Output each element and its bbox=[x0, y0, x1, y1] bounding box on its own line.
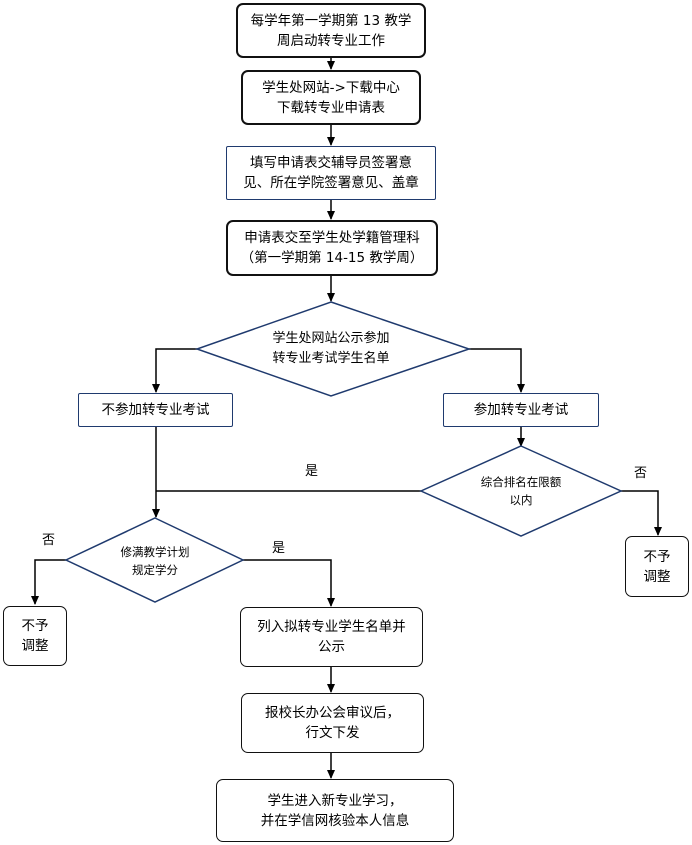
node-download: 学生处网站->下载中心 下载转专业申请表 bbox=[241, 70, 421, 125]
decision-credit-label-wrap: 修满教学计划 规定学分 bbox=[95, 541, 215, 581]
decision-publish-label: 学生处网站公示参加 转专业考试学生名单 bbox=[272, 331, 390, 366]
edge-label-credit-yes: 是 bbox=[272, 541, 286, 556]
arrow-credit-yes bbox=[243, 559, 335, 607]
decision-rank-diamond bbox=[419, 445, 623, 537]
decision-rank-label-wrap: 综合排名在限额 以内 bbox=[451, 471, 591, 511]
node-start-label: 每学年第一学期第 13 教学 周启动转专业工作 bbox=[250, 12, 412, 49]
node-download-label: 学生处网站->下载中心 下载转专业申请表 bbox=[262, 79, 400, 116]
edge-label-rank-no: 否 bbox=[634, 466, 648, 481]
arrow-rank-no bbox=[621, 490, 662, 536]
node-reject-left: 不予 调整 bbox=[3, 606, 67, 666]
node-fill-form: 填写申请表交辅导员签署意 见、所在学院签署意见、盖章 bbox=[226, 146, 436, 200]
node-fill-form-label: 填写申请表交辅导员签署意 见、所在学院签署意见、盖章 bbox=[243, 155, 419, 191]
node-no-exam: 不参加转专业考试 bbox=[78, 393, 233, 427]
node-final: 学生进入新专业学习， 并在学信网核验本人信息 bbox=[216, 779, 454, 842]
decision-credit-label: 修满教学计划 规定学分 bbox=[120, 545, 190, 577]
decision-publish-diamond bbox=[194, 301, 472, 397]
node-reject-left-label: 不予 调整 bbox=[21, 618, 49, 654]
arrow-to-take-exam bbox=[469, 348, 525, 393]
decision-publish-label-wrap: 学生处网站公示参加 转专业考试学生名单 bbox=[227, 327, 435, 371]
decision-credit-diamond bbox=[64, 517, 245, 603]
edge-label-credit-no: 否 bbox=[42, 533, 56, 548]
node-reject-right-label: 不予 调整 bbox=[643, 548, 671, 585]
node-final-label: 学生进入新专业学习， 并在学信网核验本人信息 bbox=[260, 792, 410, 829]
node-report: 报校长办公会审议后， 行文下发 bbox=[241, 693, 424, 753]
node-list-publish-label: 列入拟转专业学生名单并 公示 bbox=[257, 619, 406, 655]
node-report-label: 报校长办公会审议后， 行文下发 bbox=[265, 705, 400, 741]
arrow-credit-no bbox=[31, 559, 66, 605]
node-reject-right: 不予 调整 bbox=[625, 536, 689, 597]
edge-label-rank-yes: 是 bbox=[305, 464, 319, 479]
arrow-to-no-exam bbox=[152, 348, 197, 393]
node-list-publish: 列入拟转专业学生名单并 公示 bbox=[240, 607, 423, 667]
node-submit: 申请表交至学生处学籍管理科 （第一学期第 14-15 教学周） bbox=[226, 220, 438, 276]
node-take-exam-label: 参加转专业考试 bbox=[473, 402, 569, 418]
node-start: 每学年第一学期第 13 教学 周启动转专业工作 bbox=[236, 3, 426, 58]
node-take-exam: 参加转专业考试 bbox=[443, 393, 599, 427]
decision-rank-label: 综合排名在限额 以内 bbox=[480, 475, 562, 507]
node-submit-label: 申请表交至学生处学籍管理科 （第一学期第 14-15 教学周） bbox=[240, 230, 424, 266]
node-no-exam-label: 不参加转专业考试 bbox=[101, 402, 210, 418]
